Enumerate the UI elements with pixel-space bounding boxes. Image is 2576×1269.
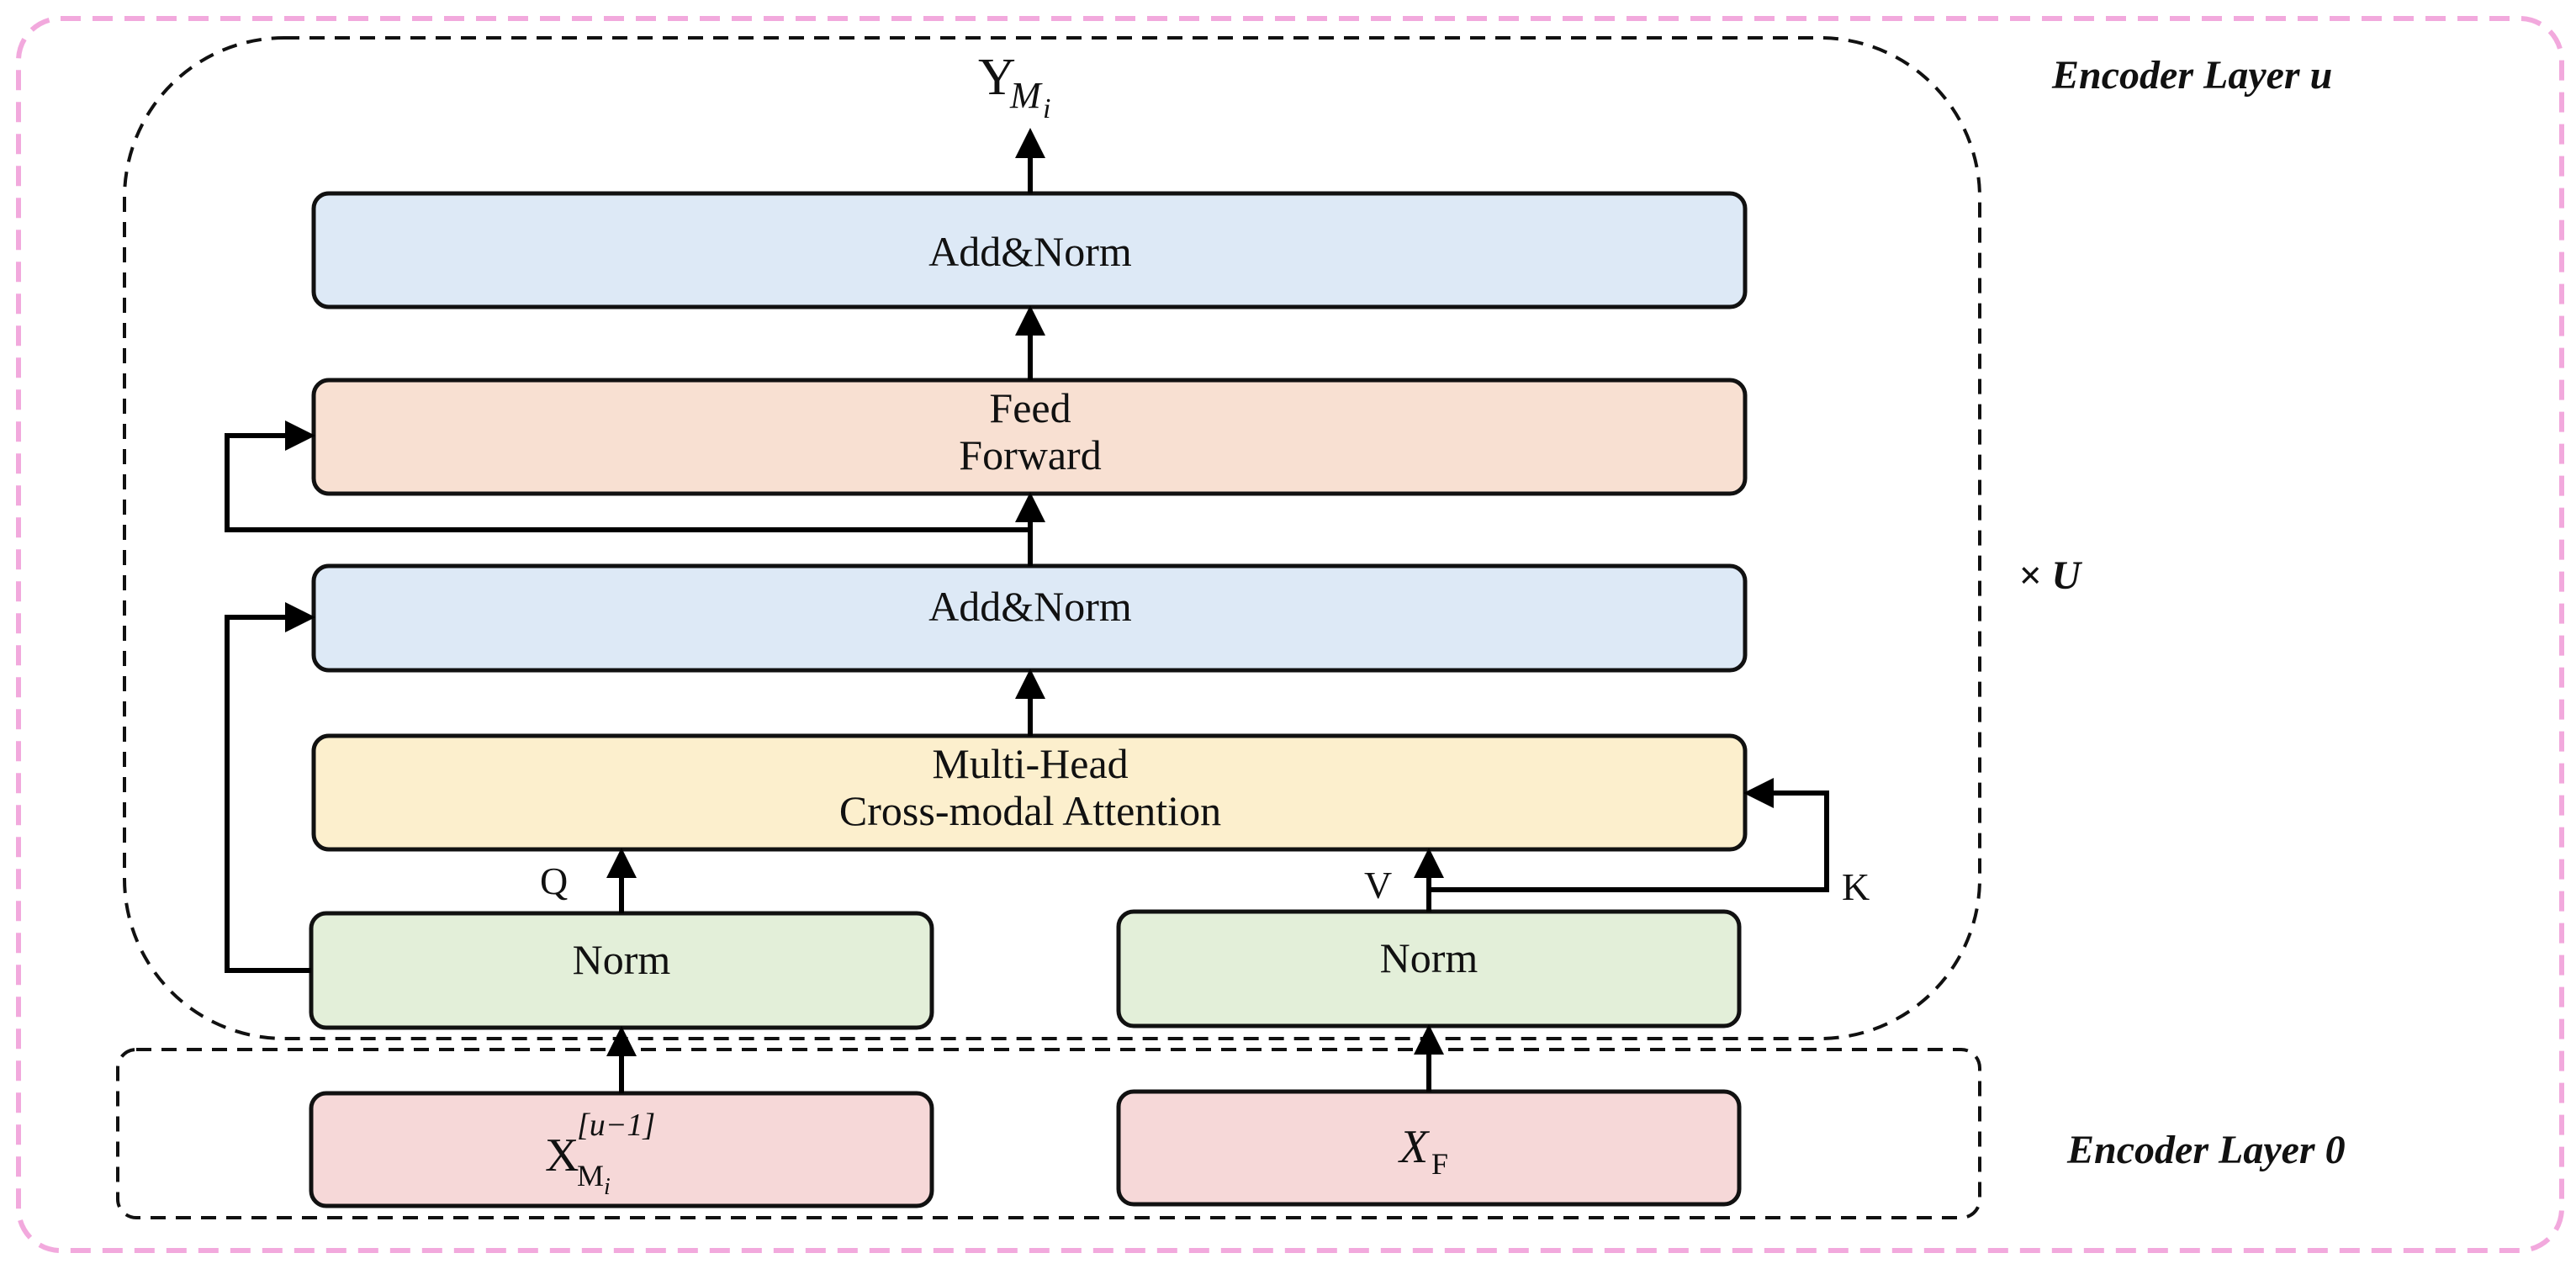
port-q-label: Q [540,859,568,902]
encoder-layer-u-label: Encoder Layer u [2051,53,2332,98]
port-k-label: K [1842,865,1870,908]
input-left-base: X [545,1129,579,1182]
input-left-sub: M [577,1159,604,1192]
output-label: Y M i [978,49,1050,124]
input-left-label: X [u−1] M i [545,1108,655,1200]
repeat-label: × U [2018,553,2082,598]
input-left-sub-index: i [604,1174,611,1200]
input-right-label: X F [1398,1121,1448,1181]
output-label-base: Y [978,49,1016,106]
outer-frame [16,16,2564,1253]
input-right-base: X [1398,1121,1431,1173]
norm-left-label: Norm [573,936,671,983]
attention-label-line2: Cross-modal Attention [839,787,1221,834]
encoder-layer-u-region [123,36,1981,1040]
encoder-layer-0-region [116,1048,1981,1219]
input-right-sub: F [1431,1147,1448,1181]
port-v-label: V [1364,864,1392,907]
feed-forward-label-line1: Feed [989,384,1071,431]
attention-label-line1: Multi-Head [932,740,1128,787]
feed-forward-label-line2: Forward [959,431,1101,479]
connectors [225,128,1829,1093]
add-norm-mid-label: Add&Norm [928,583,1132,630]
output-label-sub: M [1009,75,1043,116]
output-label-sub-index: i [1043,93,1050,124]
encoder-layer-0-label: Encoder Layer 0 [2066,1128,2346,1172]
norm-right-label: Norm [1380,934,1478,981]
add-norm-top-label: Add&Norm [928,228,1132,275]
input-left-sup: [u−1] [577,1108,655,1143]
input-right-box [1116,1089,1742,1207]
